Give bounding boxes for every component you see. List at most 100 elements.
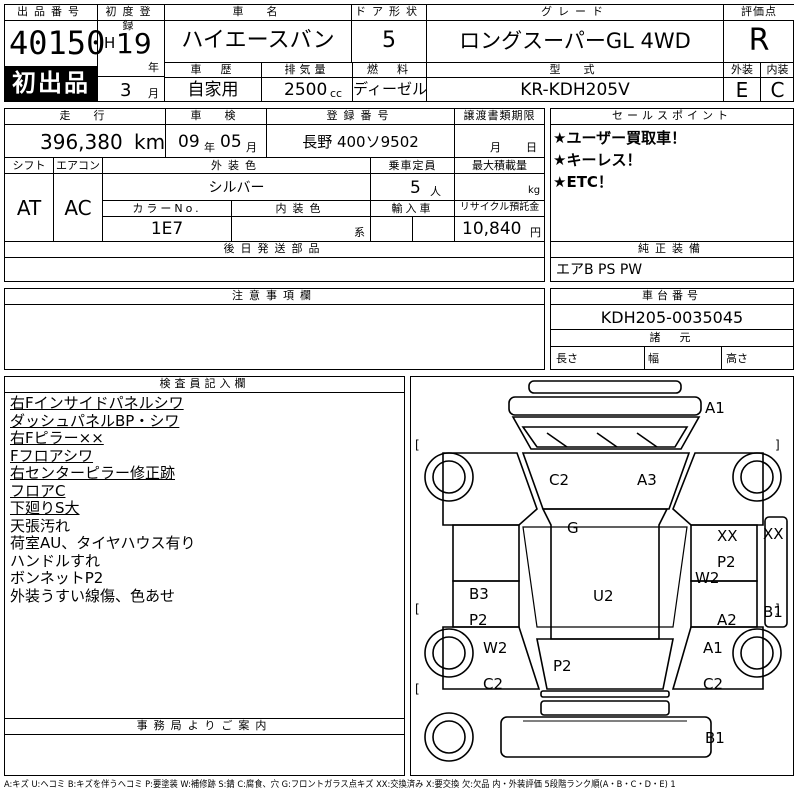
inspector-note: 荷室AU、タイヤハウス有り	[10, 534, 196, 552]
registration-number: 長野 400ソ9502	[302, 133, 419, 151]
inspector-note: 右Fピラー××	[10, 429, 104, 447]
car-name: ハイエースバン	[181, 28, 335, 53]
capacity-unit: 人	[430, 185, 441, 198]
reg-month: 3	[120, 80, 132, 101]
equipment-label: 純正装備	[551, 242, 793, 258]
damage-mark-p2-left: P2	[469, 611, 488, 629]
first-registration-label: 初度登録	[98, 5, 164, 32]
model-code: KR-KDH205V	[520, 80, 630, 100]
dimensions-label: 諸 元	[649, 331, 695, 344]
door-count: 5	[382, 28, 396, 53]
transfer-month-unit: 月	[490, 141, 501, 154]
equipment: エアB PS PW	[556, 262, 643, 278]
interior-grade: C	[770, 78, 785, 102]
inspection-label: 車 検	[166, 109, 266, 125]
fuel: ディーゼル	[353, 80, 427, 98]
damage-mark-u2: U2	[593, 587, 614, 605]
damage-mark-a2: A2	[717, 611, 737, 629]
inspection-month-unit: 月	[246, 141, 257, 154]
interior-color-label: 内装色	[275, 202, 327, 215]
inspector-note: ダッシュパネルBP・シワ	[10, 411, 180, 430]
damage-mark-p2-bottom: P2	[553, 657, 572, 675]
history-label: 車 歴	[190, 63, 236, 76]
damage-mark-c2-top: C2	[549, 471, 569, 489]
transfer-deadline-label: 譲渡書類期限	[455, 109, 544, 125]
damage-mark-a3: A3	[637, 471, 657, 489]
score-label: 評価点	[724, 5, 794, 21]
grade-label: グレード	[427, 5, 723, 21]
sales-point-3: ★ETC！	[553, 173, 613, 191]
door-type-label: ドア形状	[352, 5, 426, 21]
sales-point-2: ★キーレス！	[553, 151, 642, 169]
interior-grade-label: 内装	[766, 63, 789, 76]
recycle-label: リサイクル預託金	[459, 202, 540, 213]
damage-mark-w2-left: W2	[483, 639, 507, 657]
inspector-note: 外装うすい線傷、色あせ	[10, 586, 176, 605]
capacity: 5	[410, 178, 421, 198]
inspector-note: 下廻りS大	[10, 499, 80, 517]
inspector-note: フロアC	[10, 481, 66, 500]
damage-mark-c2-left: C2	[483, 675, 503, 693]
vehicle-info-section	[4, 108, 545, 282]
width-label: 幅	[648, 352, 659, 365]
exterior-color-label: 外装色	[211, 159, 262, 172]
diagram-bracket: ]	[775, 438, 780, 452]
shift: AT	[16, 196, 42, 220]
capacity-label: 乗車定員	[388, 159, 437, 172]
max-load-unit: kg	[528, 185, 541, 196]
inspection-year: 09	[178, 132, 200, 152]
score: R	[748, 23, 770, 58]
color-number-label: カラーNo.	[132, 202, 202, 215]
first-listing-badge: 初出品	[5, 66, 97, 101]
diagram-bracket: ]	[775, 602, 780, 616]
transfer-day-unit: 日	[526, 141, 537, 154]
lot-number: 40150	[9, 24, 106, 62]
chassis-number-label: 車台番号	[551, 289, 793, 305]
header-section	[4, 4, 794, 102]
displacement: 2500	[284, 80, 328, 100]
first-listing-text: 初出品	[12, 69, 90, 97]
damage-mark-c2-right: C2	[703, 675, 723, 693]
shift-label: シフト	[12, 159, 46, 172]
recycle-deposit: 10,840	[462, 219, 522, 239]
interior-color-unit: 系	[354, 226, 365, 239]
damage-mark-b1-right: B1	[763, 603, 783, 621]
era: H	[104, 34, 116, 52]
damage-mark-a1-top: A1	[705, 399, 725, 417]
inspector-note: 天張汚れ	[10, 516, 71, 535]
car-name-label: 車 名	[165, 5, 351, 21]
diagram-bracket: [	[415, 438, 420, 452]
damage-mark-p2-right: P2	[717, 553, 736, 571]
length-label: 長さ	[556, 352, 578, 365]
exterior-color: シルバー	[208, 180, 265, 196]
history: 自家用	[187, 80, 239, 100]
sales-points-label: セールスポイント	[551, 109, 793, 125]
damage-mark-g: G	[567, 519, 579, 537]
import-label: 輸入車	[391, 202, 434, 215]
damage-mark-b1-bottom: B1	[705, 729, 725, 747]
aircon-label: エアコン	[56, 159, 100, 172]
chassis-number: KDH205-0035045	[600, 308, 744, 327]
sales-points-section	[550, 108, 794, 282]
notes-label: 注意事項欄	[5, 289, 544, 305]
diagram-bracket: [	[415, 602, 420, 616]
fuel-label: 燃 料	[367, 63, 412, 76]
registration-number-label: 登録番号	[267, 109, 454, 125]
office-section	[4, 718, 405, 776]
inspector-note: 右Fインサイドパネルシワ	[10, 394, 184, 412]
mileage-unit: km	[134, 130, 166, 154]
mileage: 396,380	[40, 130, 123, 154]
grade: ロングスーパーGL 4WD	[459, 29, 691, 53]
month-unit: 月	[148, 87, 159, 100]
displacement-unit: cc	[330, 87, 343, 100]
lot-number-label: 出品番号	[5, 5, 97, 21]
displacement-label: 排気量	[284, 63, 330, 76]
notes-section	[4, 288, 545, 370]
damage-mark-xx-far: XX	[763, 525, 784, 543]
damage-mark-w2-right: W2	[695, 569, 719, 587]
damage-mark-xx-right: XX	[717, 527, 738, 545]
office-label: 事務局よりご案内	[5, 719, 404, 735]
inspector-note: Fフロアシワ	[10, 446, 94, 465]
